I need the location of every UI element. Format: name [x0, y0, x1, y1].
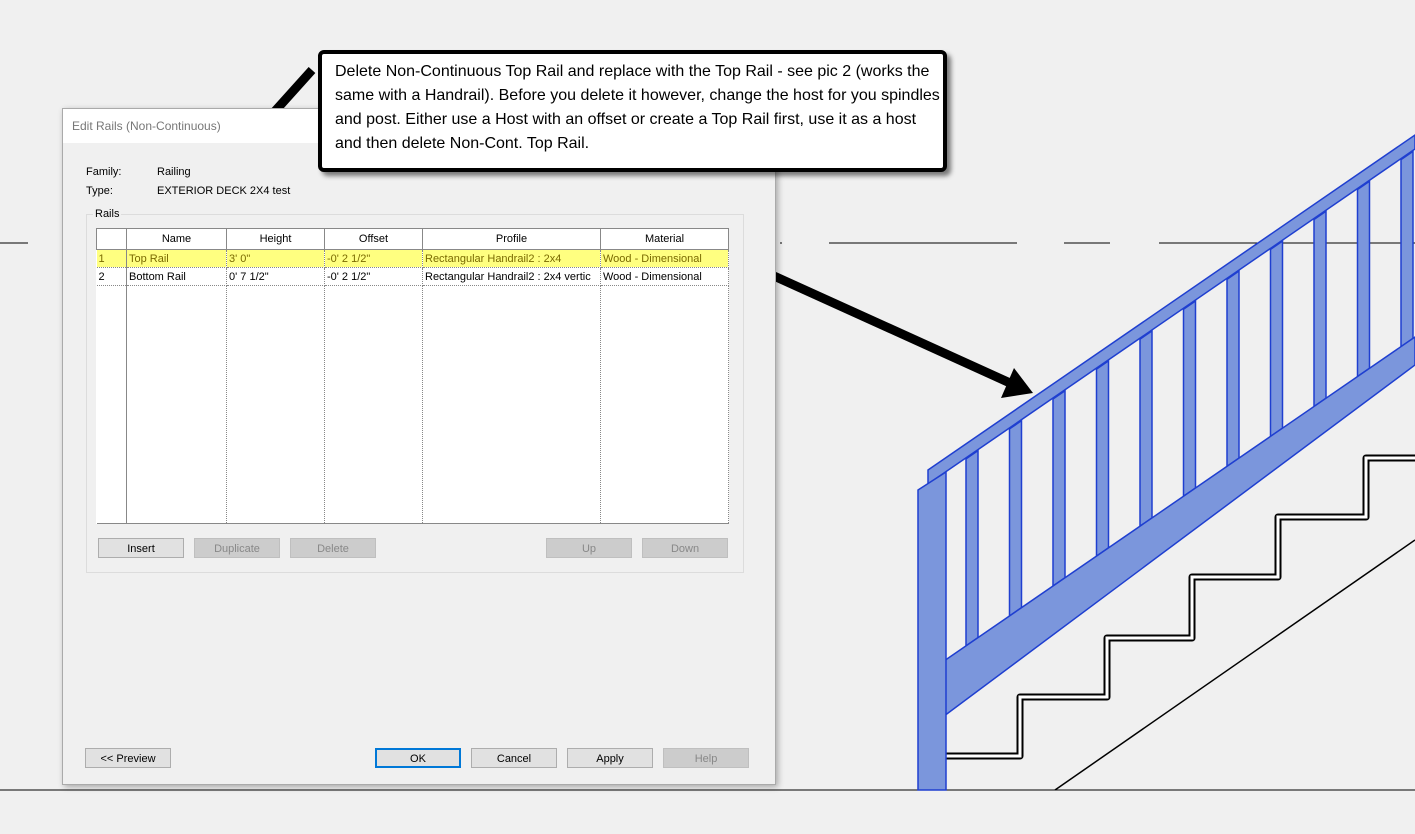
down-button[interactable]: Down [642, 538, 728, 558]
ok-button[interactable]: OK [375, 748, 461, 768]
insert-button[interactable]: Insert [98, 538, 184, 558]
table-row[interactable]: 1 Top Rail 3' 0" -0' 2 1/2" Rectangular … [96, 249, 729, 268]
delete-button[interactable]: Delete [290, 538, 376, 558]
preview-button[interactable]: << Preview [85, 748, 171, 768]
duplicate-button[interactable]: Duplicate [194, 538, 280, 558]
bottom-rail [927, 336, 1415, 730]
table-row[interactable]: 2 Bottom Rail 0' 7 1/2" -0' 2 1/2" Recta… [96, 267, 729, 286]
cell-material[interactable]: Wood - Dimensional [600, 267, 729, 286]
rails-group [86, 214, 744, 573]
cell-material[interactable]: Wood - Dimensional [600, 249, 729, 268]
edit-rails-dialog: Edit Rails (Non-Continuous) Family: Rail… [62, 108, 776, 785]
spindle [1182, 299, 1197, 498]
spindle [1269, 239, 1284, 438]
spindle [1008, 419, 1023, 618]
cell-offset[interactable]: -0' 2 1/2" [324, 249, 423, 268]
top-rail [927, 134, 1415, 486]
col-header-name[interactable]: Name [126, 228, 227, 250]
cell-height[interactable]: 3' 0" [226, 249, 325, 268]
col-header-height[interactable]: Height [226, 228, 325, 250]
spindle [1400, 149, 1414, 349]
stairs [930, 454, 1415, 791]
spindle [965, 449, 979, 648]
row-number[interactable]: 1 [96, 249, 127, 268]
cell-name[interactable]: Top Rail [126, 249, 227, 268]
cell-height[interactable]: 0' 7 1/2" [226, 267, 325, 286]
callout-note: Delete Non-Continuous Top Rail and repla… [318, 50, 947, 172]
apply-button[interactable]: Apply [567, 748, 653, 768]
type-label: Type: [86, 185, 113, 197]
spindle [1052, 389, 1066, 588]
rails-group-label: Rails [93, 208, 122, 220]
callout-text: Delete Non-Continuous Top Rail and repla… [335, 63, 940, 152]
help-button[interactable]: Help [663, 748, 749, 768]
spindle [1356, 179, 1371, 378]
spindle [1226, 269, 1240, 468]
cell-offset[interactable]: -0' 2 1/2" [324, 267, 423, 286]
col-header-material[interactable]: Material [600, 228, 729, 250]
post [917, 470, 947, 791]
rails-table: Name Height Offset Profile Material 1 To… [96, 228, 729, 524]
col-header[interactable] [96, 228, 127, 250]
spindle [1095, 359, 1110, 558]
family-label: Family: [86, 166, 122, 178]
arrow-to-railing [728, 251, 1033, 398]
cell-profile[interactable]: Rectangular Handrail2 : 2x4 vertic [422, 267, 601, 286]
type-value: EXTERIOR DECK 2X4 test [157, 185, 291, 197]
family-value: Railing [157, 166, 191, 178]
cancel-button[interactable]: Cancel [471, 748, 557, 768]
col-header-offset[interactable]: Offset [324, 228, 423, 250]
empty-rows [96, 285, 729, 524]
spindle [1313, 209, 1327, 408]
row-number[interactable]: 2 [96, 267, 127, 286]
table-header: Name Height Offset Profile Material [96, 228, 729, 250]
railing-selected [917, 134, 1415, 791]
col-header-profile[interactable]: Profile [422, 228, 601, 250]
spindle [1139, 329, 1153, 528]
up-button[interactable]: Up [546, 538, 632, 558]
level-line [0, 242, 1415, 791]
cell-profile[interactable]: Rectangular Handrail2 : 2x4 [422, 249, 601, 268]
cell-name[interactable]: Bottom Rail [126, 267, 227, 286]
